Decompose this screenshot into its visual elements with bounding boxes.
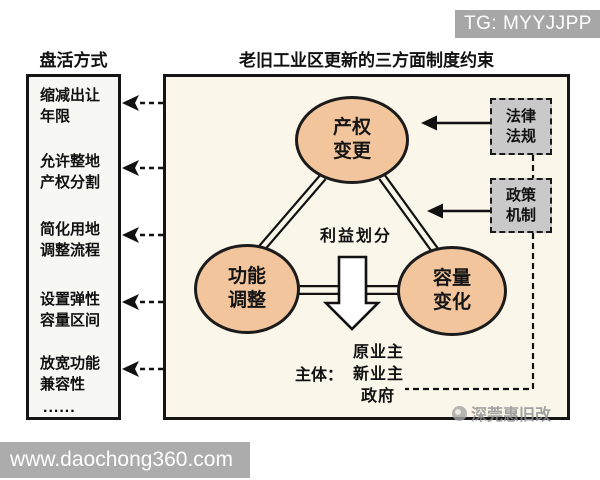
triangle-edge-left [257, 174, 327, 252]
page-title: 老旧工业区更新的三方面制度约束 [239, 51, 494, 70]
watermark-logo-icon [452, 405, 467, 421]
node-label: 产权变更 [332, 117, 371, 162]
policy-arrow [427, 203, 490, 219]
benefit-division-label: 利益划分 [320, 228, 393, 245]
constraint-box-label: 法律法规 [505, 107, 536, 145]
sidebar-item-simplify-land-process: 简化用地调整流程 [40, 221, 101, 259]
sidebar-item-flexible-capacity-range: 设置弹性容量区间 [40, 291, 101, 329]
subject-new-owner: 新业主 [353, 366, 405, 383]
node-label: 功能调整 [227, 266, 266, 311]
node-property-rights-change: 产权变更 [295, 96, 409, 184]
dashed-arrow-to-sidebar-5 [122, 361, 163, 377]
dashed-arrow-to-sidebar-4 [122, 294, 163, 310]
sidebar-title: 盘活方式 [39, 51, 108, 70]
sidebar-item-reduce-transfer-years: 缩减出让年限 [40, 87, 101, 125]
node-capacity-change: 容量变化 [397, 246, 507, 336]
dashed-arrow-to-sidebar-3 [122, 227, 163, 243]
watermark-text: 深莞惠旧改 [471, 407, 552, 424]
constraint-box-laws-regulations: 法律法规 [490, 98, 552, 155]
dashed-arrow-to-sidebar-1 [122, 95, 163, 111]
footer-url-bar: www.daochong360.com [0, 442, 250, 478]
triangle-edge-right [378, 174, 441, 256]
subject-original-owner: 原业主 [353, 344, 405, 361]
subject-government: 政府 [361, 388, 396, 405]
sidebar-ellipsis: ...... [43, 399, 76, 416]
revitalization-methods-panel: 缩减出让年限 允许整地产权分割 简化用地调整流程 设置弹性容量区间 放宽功能兼容… [26, 74, 121, 420]
sidebar-item-relax-compatibility: 放宽功能兼容性 [40, 355, 101, 393]
law-arrow [421, 115, 490, 131]
node-label: 容量变化 [432, 268, 471, 313]
constraint-box-policy-mechanism: 政策机制 [490, 178, 552, 233]
watermark: 深莞惠旧改 [452, 401, 551, 425]
policy-dashed-connector [405, 155, 535, 391]
constraint-box-label: 政策机制 [505, 186, 536, 224]
tg-watermark-badge: TG: MYYJJPP [455, 10, 600, 38]
dashed-arrow-to-sidebar-2 [122, 160, 163, 176]
subject-label: 主体： [295, 367, 344, 384]
down-block-arrow [322, 255, 382, 331]
node-function-adjustment: 功能调整 [194, 244, 300, 334]
sidebar-item-allow-property-division: 允许整地产权分割 [40, 153, 101, 191]
